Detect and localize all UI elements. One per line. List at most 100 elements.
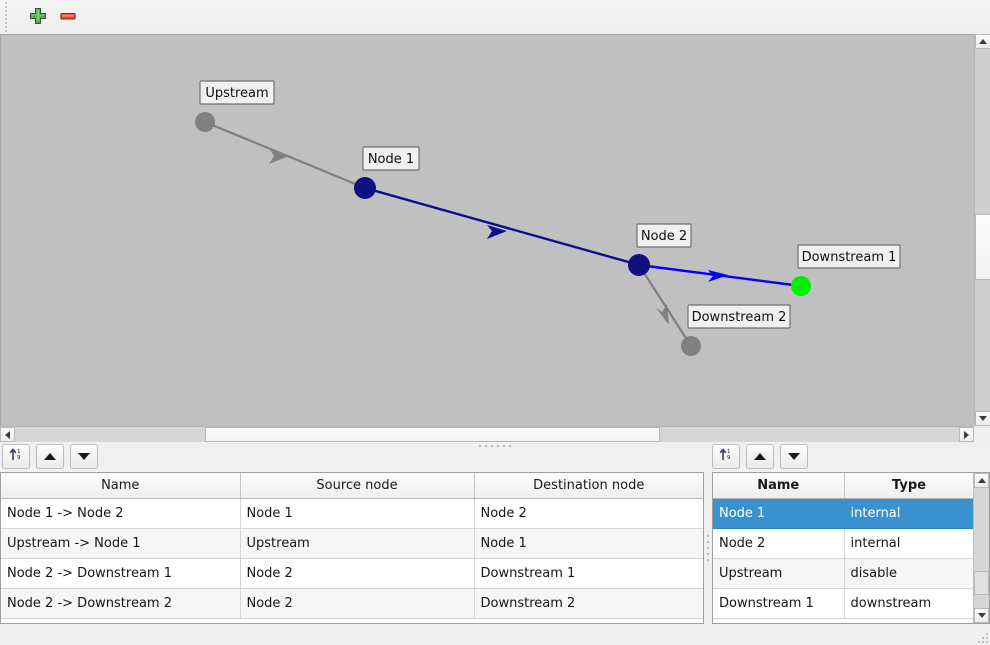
node-label-text: Node 2 [641, 229, 687, 244]
column-header-name[interactable]: Name [713, 473, 844, 499]
cell-type: downstream [844, 589, 974, 619]
node-node2[interactable] [628, 254, 650, 276]
table-row[interactable]: Node 2 -> Downstream 1 Node 2 Downstream… [1, 559, 703, 589]
table-row[interactable]: Downstream 1 downstream [713, 589, 974, 619]
table-row[interactable]: Node 2 -> Downstream 2 Node 2 Downstream… [1, 589, 703, 619]
column-header-name[interactable]: Name [1, 473, 240, 499]
edges-table-header-row: Name Source node Destination node [1, 473, 703, 499]
chevron-up-icon [979, 39, 987, 44]
node-label-node2[interactable]: Node 2 [637, 224, 691, 247]
graph-canvas[interactable]: Upstream Node 1 Node 2 Downstream 1 Down… [0, 34, 990, 434]
table-filler-row [713, 619, 974, 625]
triangle-down-icon [788, 453, 800, 460]
scroll-up-button[interactable] [974, 473, 989, 488]
cell-source-node: Node 1 [240, 499, 474, 529]
node-upstream[interactable] [195, 112, 215, 132]
sort-icon: 1 9 [718, 446, 734, 466]
cell-source-node: Upstream [240, 529, 474, 559]
cell-name: Node 2 -> Downstream 1 [1, 559, 240, 589]
main-toolbar [0, 0, 990, 35]
remove-button[interactable] [55, 4, 81, 30]
chevron-down-icon [978, 613, 986, 618]
edges-move-up-button[interactable] [36, 444, 64, 469]
cell-name: Node 2 [713, 529, 844, 559]
edge-upstream-node1[interactable] [205, 122, 365, 188]
vertical-splitter[interactable] [704, 472, 712, 624]
nodes-table[interactable]: Name Type Node 1 internal Node 2 interna… [713, 473, 974, 624]
chevron-left-icon [5, 431, 10, 439]
edge-node1-node2[interactable] [365, 188, 639, 265]
cell-destination-node: Node 1 [474, 529, 703, 559]
cell-name: Upstream -> Node 1 [1, 529, 240, 559]
node-label-text: Upstream [205, 86, 268, 101]
add-button[interactable] [25, 4, 51, 30]
minus-icon [58, 6, 78, 29]
table-row[interactable]: Upstream disable [713, 559, 974, 589]
nodes-move-up-button[interactable] [746, 444, 774, 469]
table-row[interactable]: Node 1 -> Node 2 Node 1 Node 2 [1, 499, 703, 529]
cell-type: internal [844, 529, 974, 559]
node-label-downstream1[interactable]: Downstream 1 [798, 245, 900, 268]
cell-type: internal [844, 499, 974, 529]
scroll-down-button[interactable] [975, 411, 990, 426]
chevron-right-icon [964, 431, 969, 439]
cell-destination-node: Downstream 2 [474, 589, 703, 619]
edges-table[interactable]: Name Source node Destination node Node 1… [1, 473, 703, 624]
edges-panel-toolbar: 1 9 [2, 442, 104, 470]
scrollbar-corner [974, 426, 990, 442]
scroll-down-button[interactable] [974, 608, 989, 623]
cell-source-node: Node 2 [240, 589, 474, 619]
splitter-grip-icon [707, 533, 709, 563]
cell-source-node: Node 2 [240, 559, 474, 589]
toolbar-drag-grip[interactable] [3, 6, 13, 28]
node-node1[interactable] [354, 177, 376, 199]
node-downstream1[interactable] [791, 276, 811, 296]
canvas-vscroll-thumb[interactable] [975, 214, 990, 280]
status-bar [0, 625, 990, 645]
node-downstream2[interactable] [681, 336, 701, 356]
edges-table-panel[interactable]: Name Source node Destination node Node 1… [0, 472, 704, 624]
triangle-up-icon [754, 453, 766, 460]
column-header-destination-node[interactable]: Destination node [474, 473, 703, 499]
column-header-type[interactable]: Type [844, 473, 974, 499]
graph-drawing[interactable]: Upstream Node 1 Node 2 Downstream 1 Down… [1, 35, 975, 427]
chevron-down-icon [979, 416, 987, 421]
table-filler-row [1, 619, 703, 625]
resize-grip-icon[interactable] [976, 631, 988, 643]
node-label-node1[interactable]: Node 1 [363, 147, 419, 170]
node-label-upstream[interactable]: Upstream [200, 81, 274, 104]
plus-icon [28, 6, 48, 29]
nodes-table-vertical-scrollbar[interactable] [973, 473, 989, 623]
cell-name: Node 1 -> Node 2 [1, 499, 240, 529]
edge-node2-downstream1[interactable] [639, 265, 801, 286]
cell-type: disable [844, 559, 974, 589]
scroll-up-button[interactable] [975, 34, 990, 49]
node-label-downstream2[interactable]: Downstream 2 [688, 305, 790, 328]
nodes-table-panel[interactable]: Name Type Node 1 internal Node 2 interna… [712, 472, 990, 624]
chevron-up-icon [978, 478, 986, 483]
node-label-text: Node 1 [368, 152, 414, 167]
nodes-vscroll-thumb[interactable] [974, 571, 989, 595]
node-label-text: Downstream 1 [802, 250, 897, 265]
edges-move-down-button[interactable] [70, 444, 98, 469]
cell-name: Node 1 [713, 499, 844, 529]
canvas-hscroll-thumb[interactable] [205, 427, 660, 442]
canvas-vertical-scrollbar[interactable] [974, 34, 990, 426]
table-row[interactable]: Upstream -> Node 1 Upstream Node 1 [1, 529, 703, 559]
triangle-up-icon [44, 453, 56, 460]
table-row-selected[interactable]: Node 1 internal [713, 499, 974, 529]
horizontal-splitter[interactable] [0, 442, 990, 449]
edge-node2-downstream2[interactable] [639, 265, 691, 346]
canvas-horizontal-scrollbar[interactable] [0, 426, 974, 442]
scroll-left-button[interactable] [0, 427, 15, 442]
edges-sort-button[interactable]: 1 9 [2, 444, 30, 469]
column-header-source-node[interactable]: Source node [240, 473, 474, 499]
nodes-sort-button[interactable]: 1 9 [712, 444, 740, 469]
cell-name: Node 2 -> Downstream 2 [1, 589, 240, 619]
node-label-text: Downstream 2 [692, 310, 787, 325]
scroll-right-button[interactable] [959, 427, 974, 442]
table-row[interactable]: Node 2 internal [713, 529, 974, 559]
nodes-move-down-button[interactable] [780, 444, 808, 469]
cell-destination-node: Downstream 1 [474, 559, 703, 589]
svg-text:9: 9 [727, 455, 731, 461]
